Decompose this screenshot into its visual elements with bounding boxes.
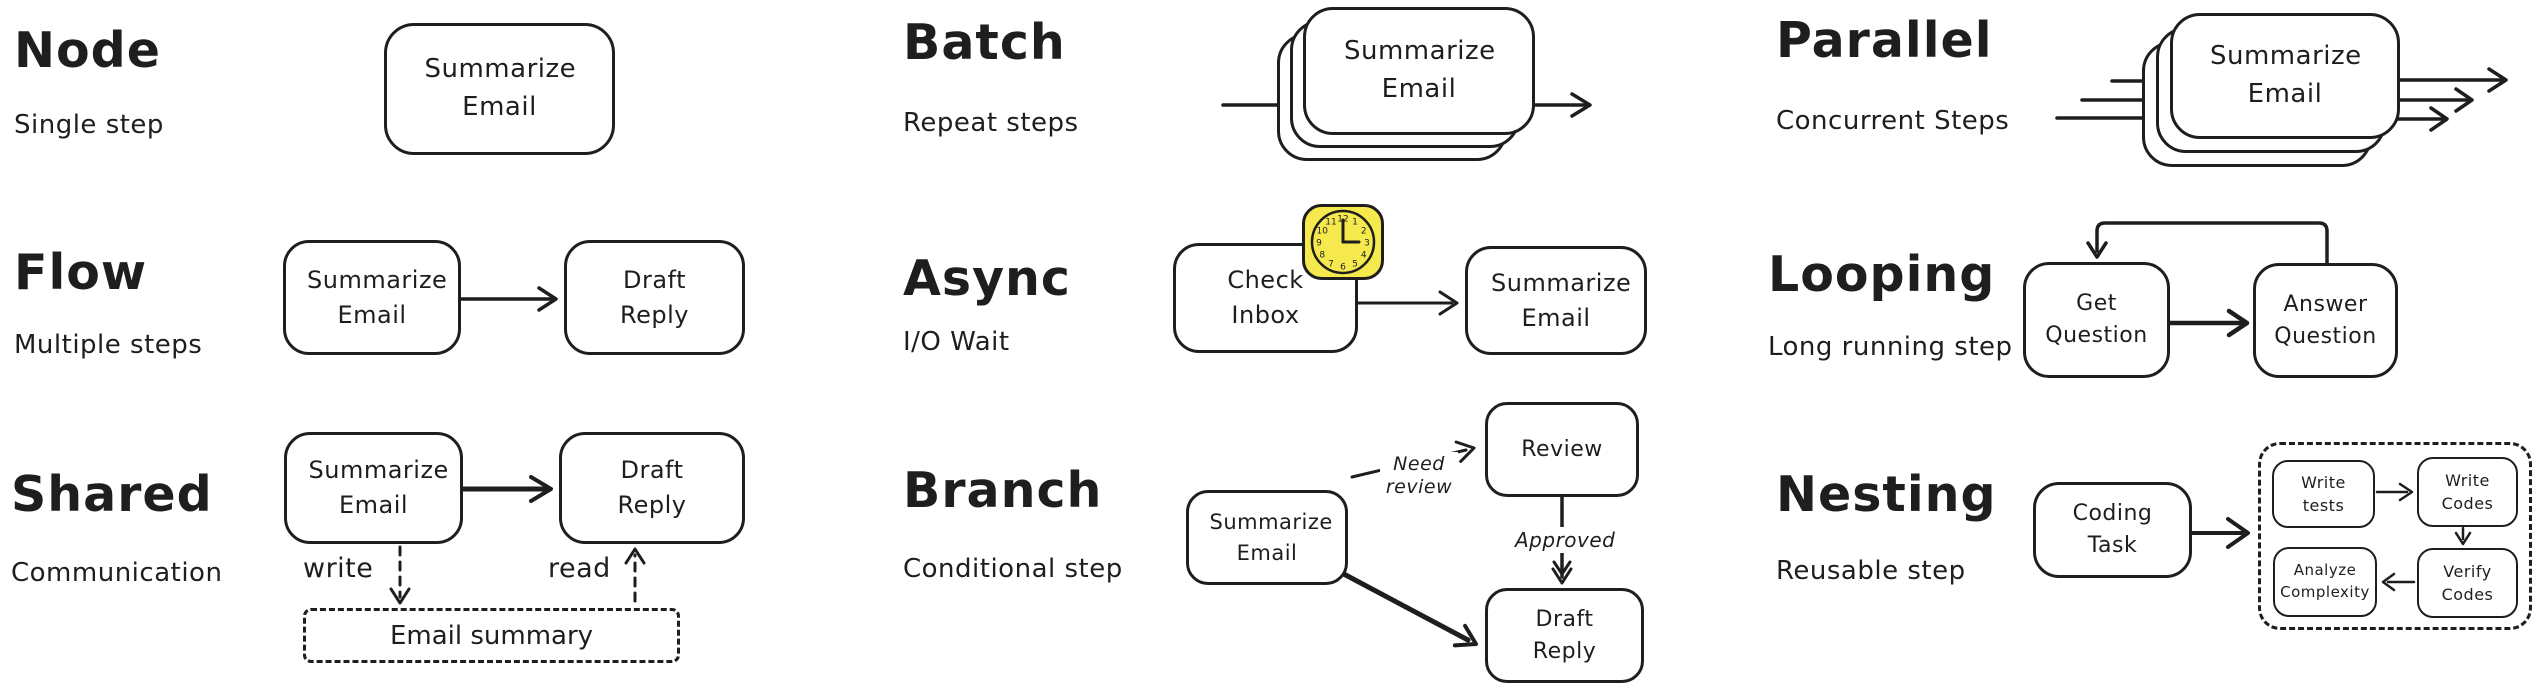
branch-step1-box: Summarize Email: [1186, 490, 1348, 585]
looping-step2-box: Answer Question: [2253, 263, 2398, 378]
section-title-nesting: Nesting: [1776, 466, 1997, 523]
section-subtitle-looping: Long running step: [1768, 332, 2013, 362]
svg-text:4: 4: [1361, 251, 1367, 261]
looping-step1-box: Get Question: [2023, 262, 2170, 378]
nesting-parent-label: Coding Task: [2072, 501, 2153, 558]
flow-step2-label: Draft Reply: [620, 265, 689, 329]
clock-icon: 12 1 2 3 4 5 6 7 8 9 10 11: [1302, 204, 1384, 280]
svg-text:1: 1: [1352, 218, 1358, 228]
branch-step3-box: Draft Reply: [1485, 588, 1644, 683]
nesting-analyze-complexity-label: Analyze Complexity: [2280, 561, 2370, 601]
async-arrow: [1356, 290, 1459, 316]
nesting-subflow-frame: [2258, 442, 2532, 630]
shared-store-label: Email summary: [389, 620, 594, 651]
node-step-box: Summarize Email: [384, 23, 615, 155]
nesting-analyze-complexity-box: Analyze Complexity: [2273, 547, 2377, 617]
svg-text:9: 9: [1316, 239, 1322, 249]
nesting-main-arrow: [2190, 517, 2250, 549]
flow-step2-box: Draft Reply: [564, 240, 745, 355]
nesting-write-codes-box: Write Codes: [2417, 457, 2518, 527]
svg-text:11: 11: [1325, 218, 1336, 228]
nesting-inner-arrows: [2375, 482, 2472, 592]
branch-need-review-label: Need review: [1380, 452, 1458, 500]
section-subtitle-node: Single step: [14, 110, 164, 140]
async-step1-label: Check Inbox: [1227, 266, 1304, 329]
svg-text:5: 5: [1352, 259, 1358, 269]
section-subtitle-nesting: Reusable step: [1776, 556, 1966, 586]
async-step2-box: Summarize Email: [1465, 246, 1647, 355]
looping-forward-arrow: [2167, 308, 2250, 338]
svg-text:10: 10: [1316, 227, 1328, 237]
flow-step1-label: Summarize Email: [307, 265, 448, 329]
shared-step2-label: Draft Reply: [617, 456, 687, 519]
branch-review-box: Review: [1485, 402, 1639, 497]
async-step2-label: Summarize Email: [1491, 268, 1632, 332]
parallel-step-label: Summarize Email: [2210, 41, 2362, 109]
section-subtitle-branch: Conditional step: [903, 554, 1123, 584]
shared-read-label: read: [545, 552, 614, 587]
section-subtitle-shared: Communication: [11, 558, 223, 588]
section-title-node: Node: [14, 22, 161, 79]
svg-text:7: 7: [1328, 259, 1334, 269]
section-subtitle-flow: Multiple steps: [14, 330, 203, 360]
svg-text:3: 3: [1364, 239, 1370, 249]
section-title-async: Async: [903, 250, 1071, 307]
batch-step-label: Summarize Email: [1344, 36, 1496, 104]
async-step1-box: Check Inbox: [1173, 243, 1358, 353]
svg-text:8: 8: [1319, 251, 1325, 261]
branch-default-arrow: [1337, 569, 1478, 648]
shared-arrow: [460, 475, 553, 503]
nesting-parent-box: Coding Task: [2033, 482, 2192, 578]
nesting-verify-codes-box: Verify Codes: [2417, 548, 2518, 618]
flow-step1-box: Summarize Email: [283, 240, 461, 355]
svg-text:6: 6: [1340, 263, 1346, 273]
branch-step1-label: Summarize Email: [1209, 510, 1333, 565]
nesting-write-tests-box: Write tests: [2272, 460, 2375, 528]
nesting-verify-codes-label: Verify Codes: [2441, 561, 2494, 604]
section-title-flow: Flow: [14, 244, 148, 301]
section-subtitle-parallel: Concurrent Steps: [1776, 106, 2010, 136]
looping-step2-label: Answer Question: [2274, 291, 2377, 349]
branch-approved-label: Approved: [1512, 527, 1619, 553]
shared-read-arrow: [624, 547, 646, 603]
section-title-batch: Batch: [903, 14, 1066, 71]
parallel-arrows: [2055, 67, 2508, 132]
batch-step-box: Summarize Email: [1303, 7, 1535, 135]
section-title-parallel: Parallel: [1776, 12, 1993, 69]
shared-store-box: Email summary: [303, 608, 680, 663]
svg-text:12: 12: [1337, 215, 1348, 225]
shared-step1-box: Summarize Email: [284, 432, 463, 544]
looping-step1-label: Get Question: [2045, 291, 2148, 348]
flow-arrow: [459, 286, 558, 312]
section-title-shared: Shared: [11, 466, 213, 523]
shared-write-arrow: [389, 545, 411, 605]
section-title-looping: Looping: [1768, 246, 1996, 303]
looping-loopback-arrow: [2086, 221, 2329, 265]
section-subtitle-batch: Repeat steps: [903, 108, 1079, 138]
shared-step2-box: Draft Reply: [559, 432, 745, 544]
branch-review-label: Review: [1521, 436, 1603, 462]
shared-step1-label: Summarize Email: [308, 456, 449, 519]
svg-text:2: 2: [1361, 227, 1367, 237]
nesting-write-tests-label: Write tests: [2301, 472, 2346, 515]
branch-step3-label: Draft Reply: [1532, 606, 1597, 664]
node-step-label: Summarize Email: [424, 54, 577, 122]
nesting-write-codes-label: Write Codes: [2441, 470, 2494, 513]
parallel-step-box: Summarize Email: [2170, 13, 2400, 139]
section-title-branch: Branch: [903, 462, 1103, 519]
section-subtitle-async: I/O Wait: [903, 327, 1010, 357]
shared-write-label: write: [300, 552, 377, 587]
